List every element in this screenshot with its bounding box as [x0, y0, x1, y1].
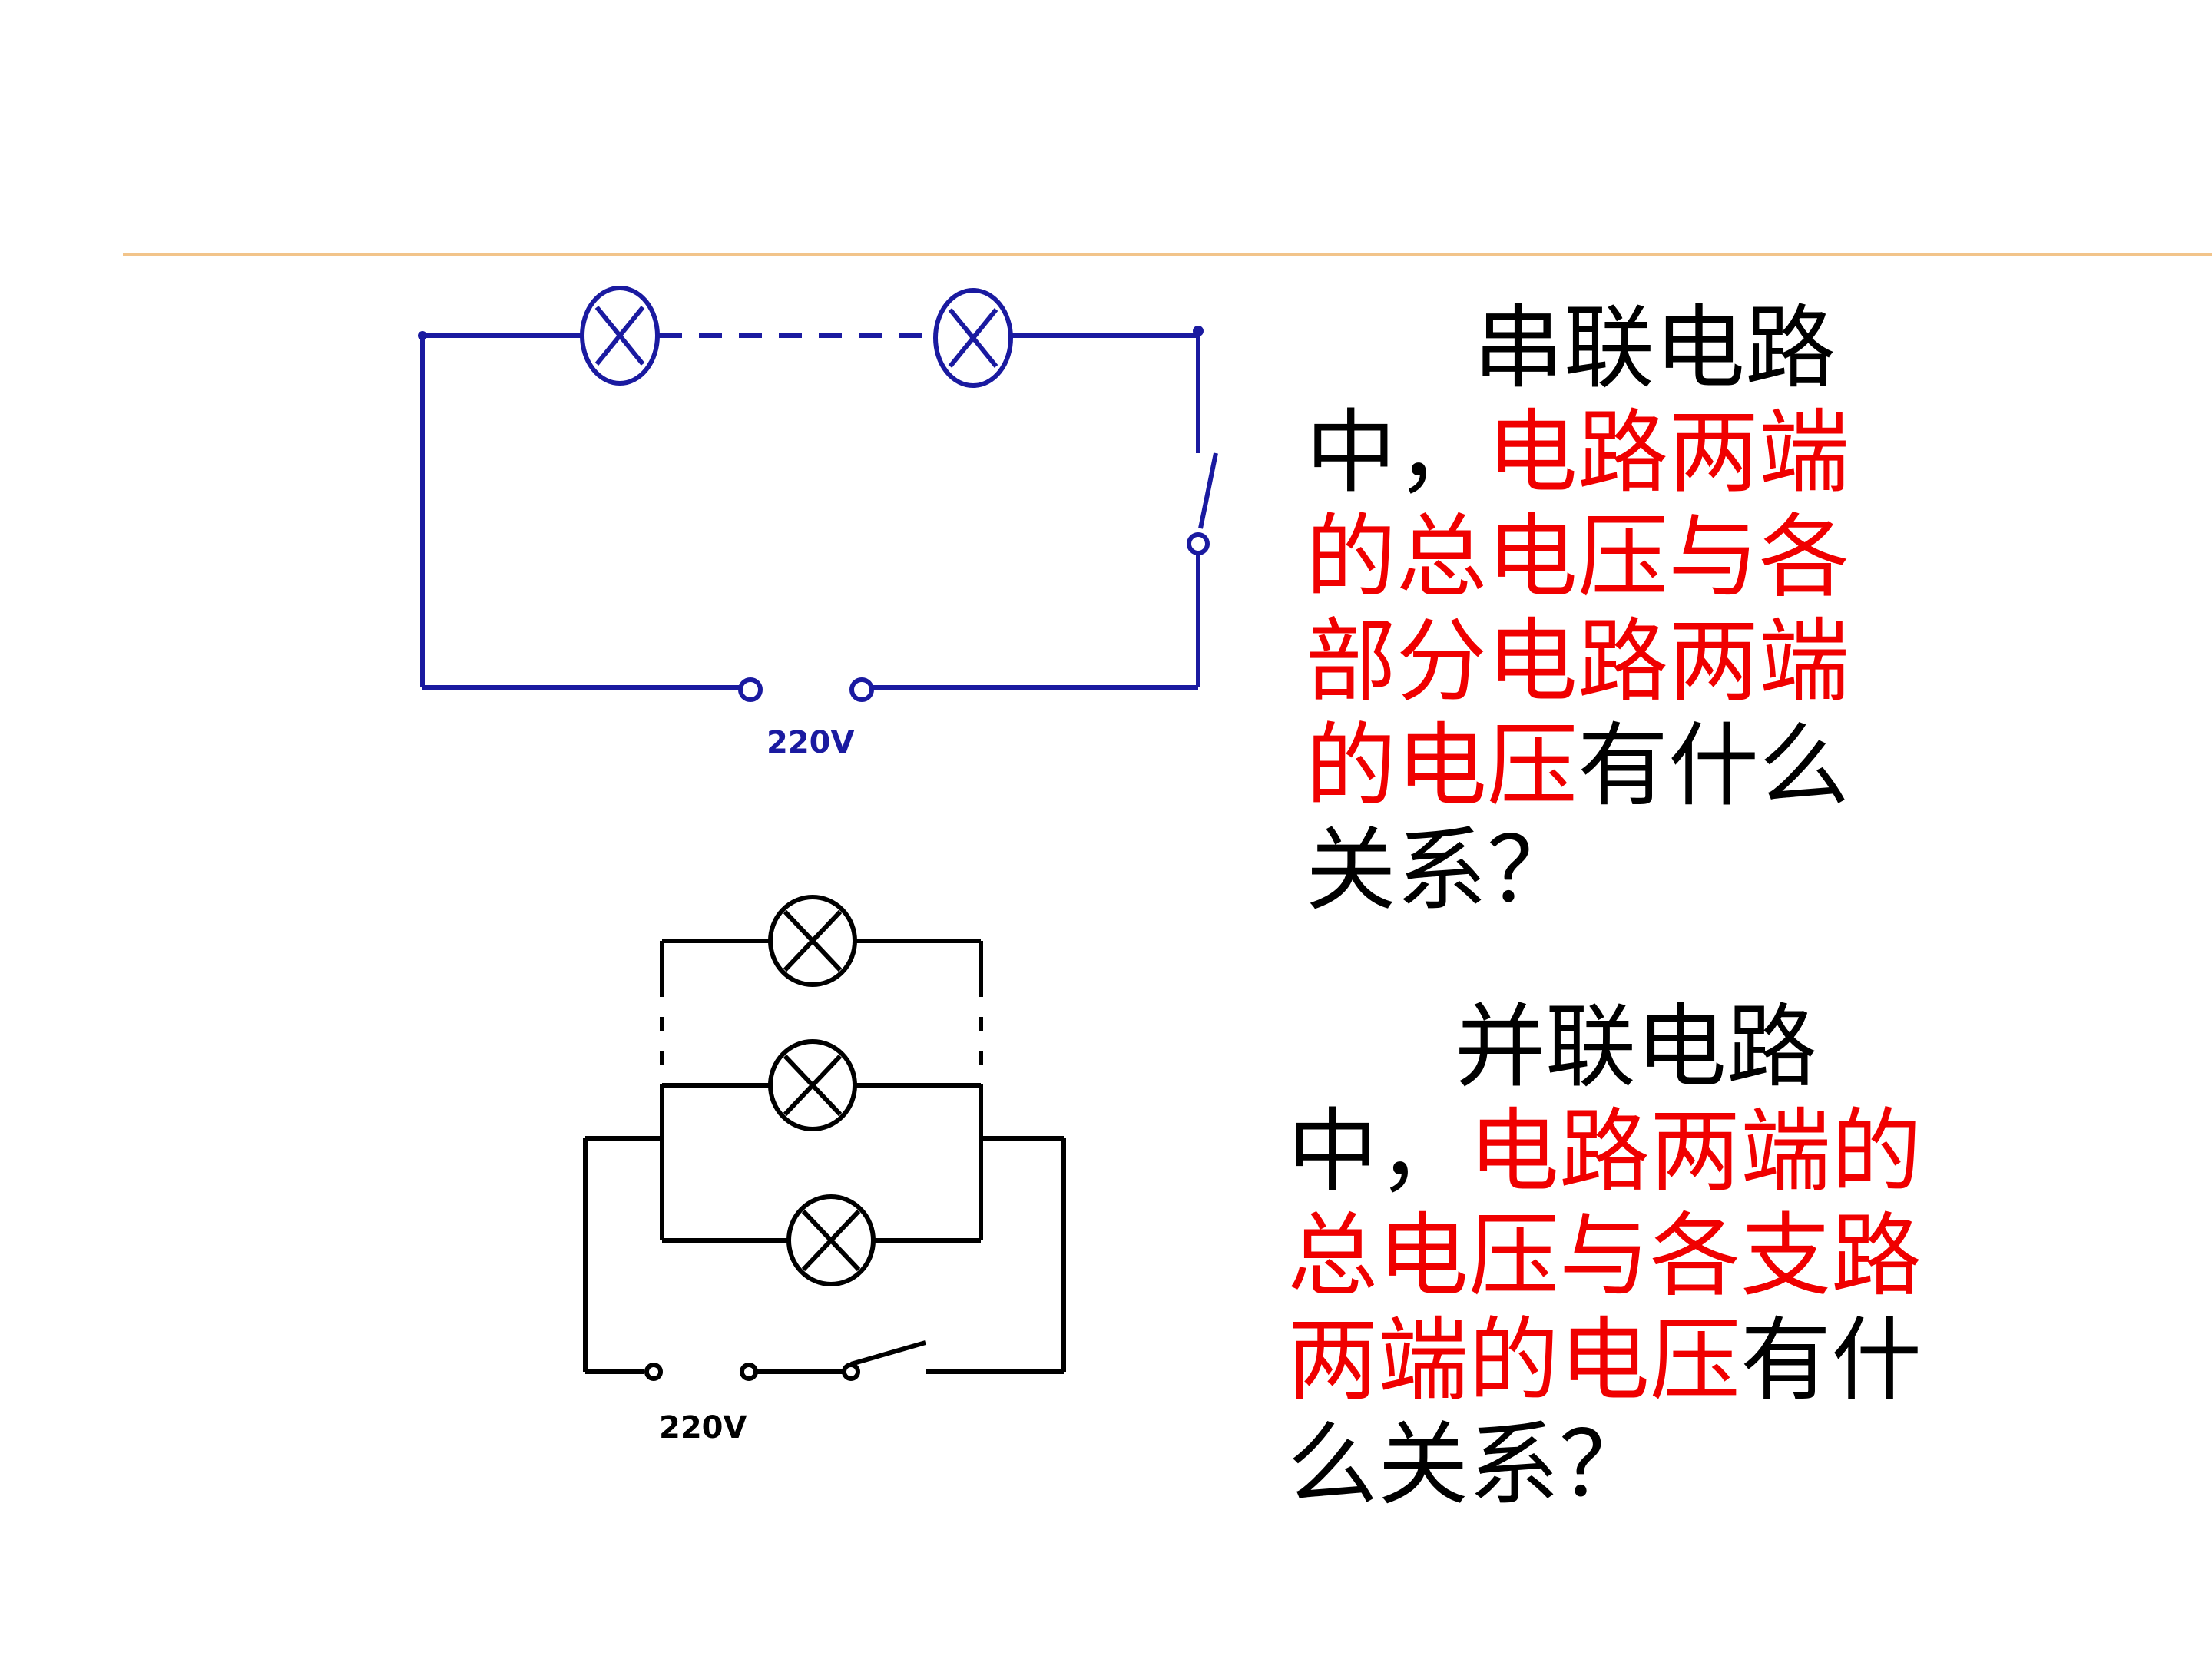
series-voltage-label: 220V — [767, 725, 854, 760]
parallel-lamp-2 — [768, 1039, 857, 1131]
parallel-question-text: 并联电路中，电路两端的总电压与各支路两端的电压有什么关系？ — [1287, 995, 1963, 1517]
series-terminal-left — [738, 677, 763, 702]
series-switch-blade — [1198, 452, 1218, 529]
parallel-terminal-left — [644, 1363, 663, 1381]
series-lamp-1 — [580, 286, 660, 386]
series-terminal-right — [849, 677, 874, 702]
series-question-highlight: 电路两端的总电压与各部分电路两端的电压 — [1306, 399, 1850, 819]
header-divider — [123, 253, 2212, 256]
parallel-lamp-3 — [786, 1194, 876, 1286]
parallel-switch-pivot — [842, 1363, 860, 1381]
parallel-terminal-right — [740, 1363, 758, 1381]
parallel-question-highlight: 电路两端的总电压与各支路两端的电压 — [1287, 1098, 1922, 1413]
series-node-left — [418, 331, 427, 340]
series-question-text: 串联电路中，电路两端的总电压与各部分电路两端的电压有什么关系？ — [1306, 296, 1859, 922]
series-question-part3: 有什么关系？ — [1306, 713, 1850, 923]
series-node-right — [1193, 326, 1204, 336]
parallel-question-part1: 并联电路中， — [1287, 994, 1818, 1204]
parallel-switch-blade — [850, 1340, 926, 1366]
parallel-lamp-1 — [768, 895, 857, 987]
series-question-part1: 串联电路中， — [1306, 295, 1836, 505]
parallel-question-part3: 有什么关系？ — [1287, 1307, 1922, 1518]
parallel-voltage-label: 220V — [659, 1410, 747, 1445]
series-switch-terminal — [1187, 532, 1210, 555]
series-lamp-2 — [933, 288, 1013, 388]
